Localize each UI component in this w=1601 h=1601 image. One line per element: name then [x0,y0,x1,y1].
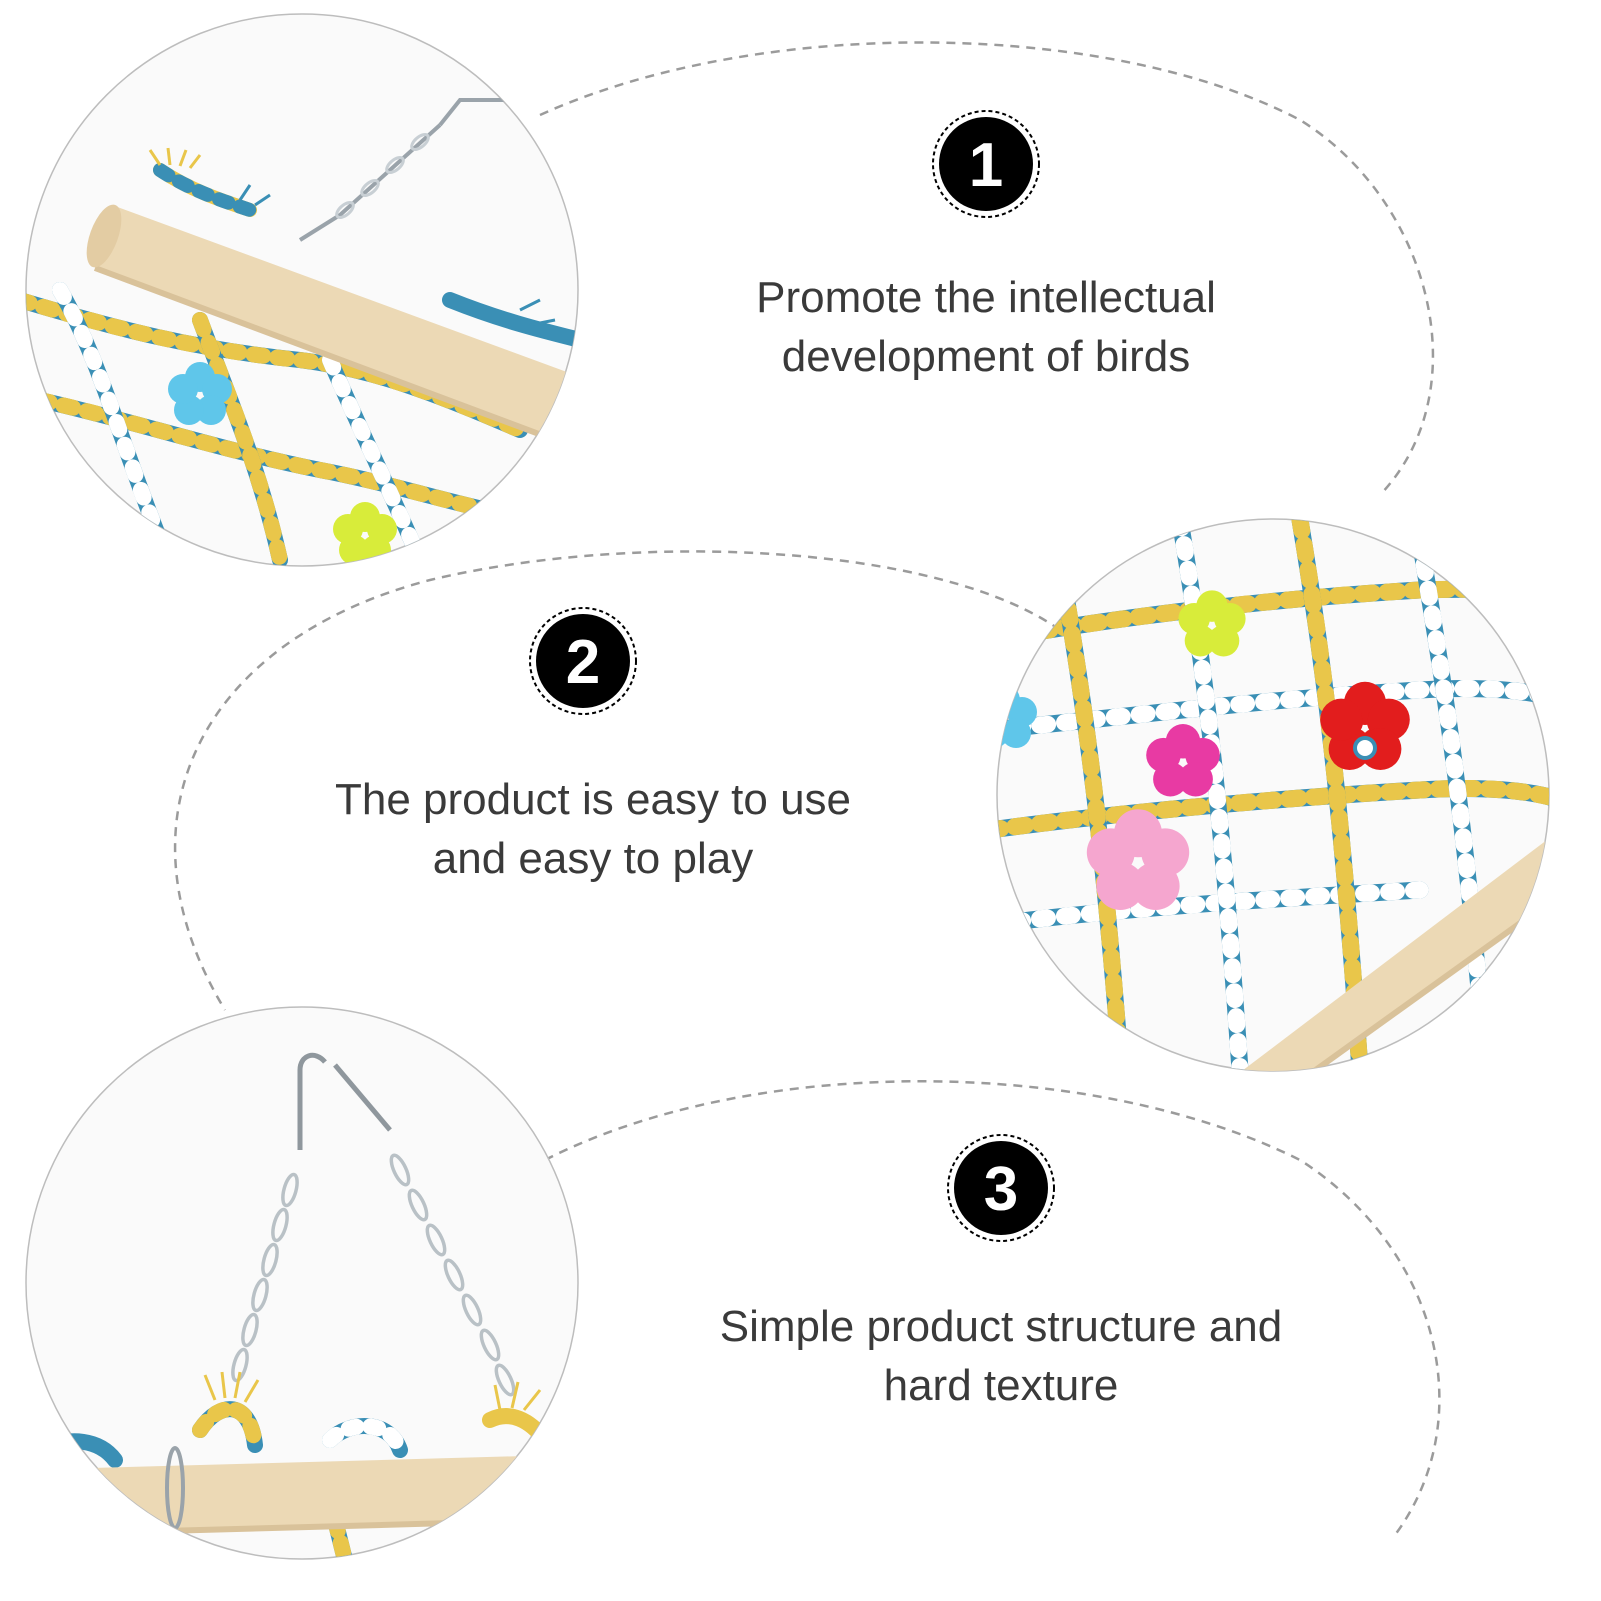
number-badge-3: 3 [946,1133,1056,1243]
feature-2-line-1: The product is easy to use [334,775,852,824]
number-badge-2: 2 [528,606,638,716]
product-photo-3 [25,1006,579,1560]
feature-3-line-2: hard texture [883,1361,1119,1410]
badge-number-3: 3 [984,1155,1018,1224]
feature-text-2: The product is easy to use and easy to p… [283,770,903,888]
badge-number-1: 1 [969,131,1003,200]
feature-3-line-1: Simple product structure and [719,1302,1283,1351]
feature-text-1: Promote the intellectual development of … [686,268,1286,386]
feature-text-3: Simple product structure and hard textur… [681,1297,1321,1415]
dashed-connector-arcs [173,41,1441,1536]
dashed-arc-1 [539,41,1435,496]
badge-number-2: 2 [566,628,600,697]
number-badge-1: 1 [931,109,1041,219]
product-photo-2 [996,518,1550,1072]
product-photo-1 [25,13,579,567]
dashed-arc-3 [544,1080,1441,1536]
feature-1-line-1: Promote the intellectual [756,273,1216,322]
feature-2-line-2: and easy to play [432,834,754,883]
dashed-arc-2 [173,550,1061,1011]
feature-1-line-2: development of birds [781,332,1191,381]
